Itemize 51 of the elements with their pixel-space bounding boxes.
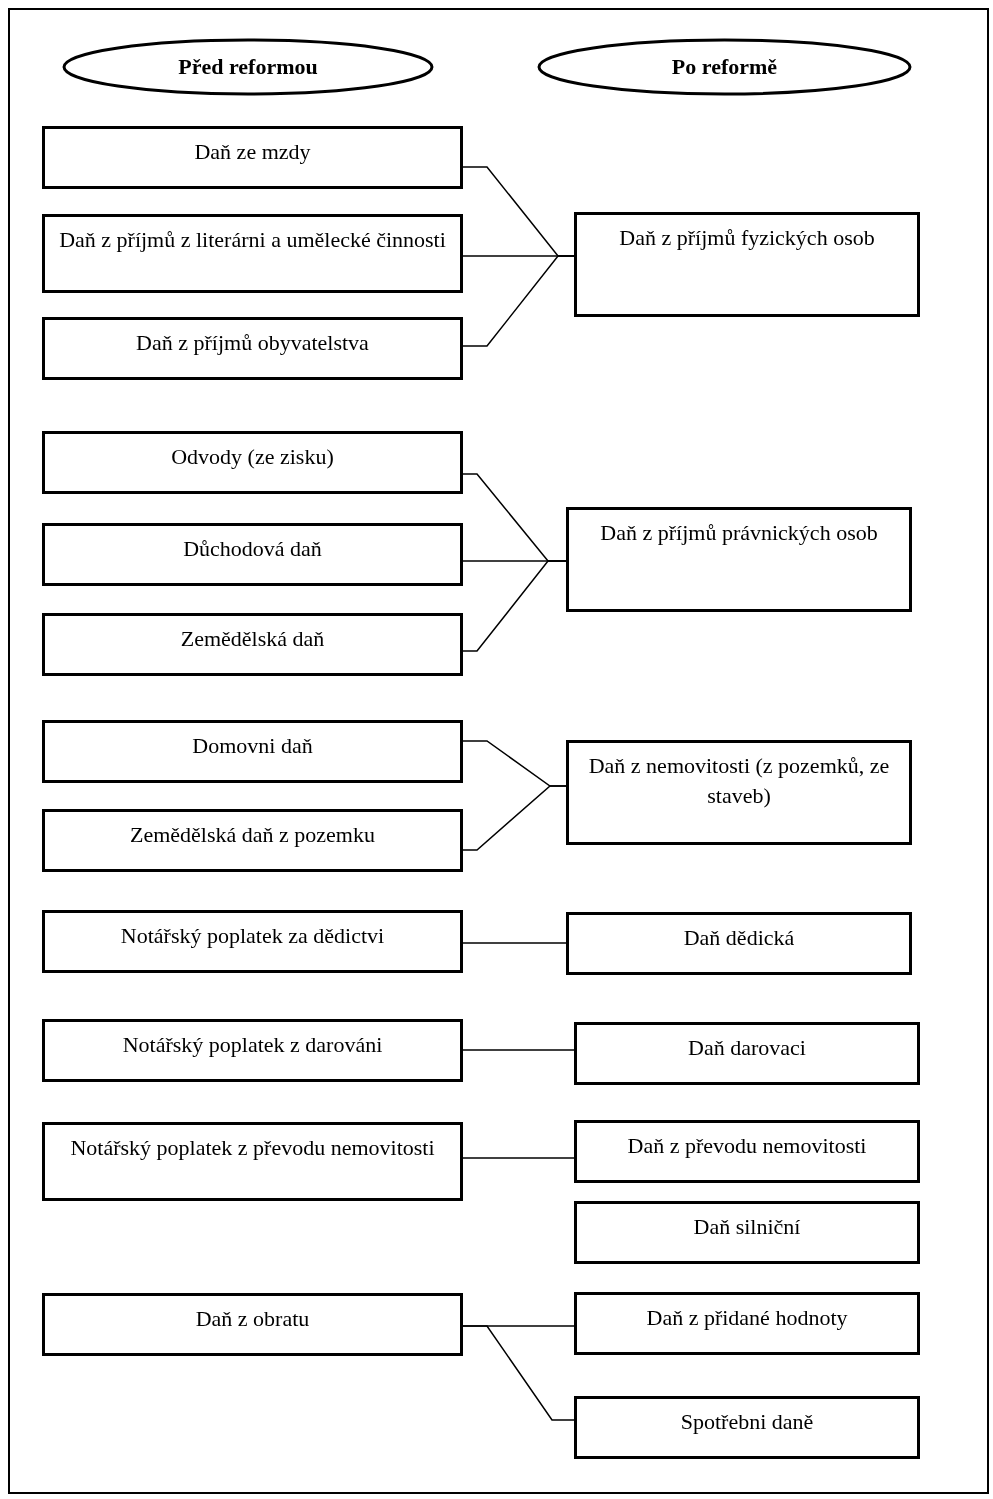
tax-box: [42, 1122, 463, 1201]
tax-box: [574, 1022, 920, 1085]
tax-name: Domovni daň: [191, 732, 314, 760]
column-heading: Po reformě: [671, 53, 778, 82]
tax-box: [566, 507, 912, 612]
tax-name: Daň z přidané hodnoty: [645, 1304, 849, 1332]
tax-name: Zemědělská daň z pozemku: [129, 821, 376, 849]
connector-line: [462, 1157, 575, 1159]
tax-name: Daň silniční: [692, 1213, 802, 1241]
tax-box: [42, 809, 463, 872]
connector-line: [462, 255, 575, 347]
tax-name: Daň z obratu: [194, 1305, 311, 1333]
tax-box: [42, 720, 463, 783]
tax-box: [42, 431, 463, 494]
tax-box: [574, 1120, 920, 1183]
tax-box: [42, 910, 463, 973]
tax-box: [42, 1293, 463, 1356]
column-heading: Před reformou: [178, 53, 318, 82]
tax-name: Daň z příjmů fyzických osob: [618, 224, 876, 252]
tax-box: [574, 1201, 920, 1264]
tax-name: Daň ze mzdy: [193, 138, 312, 166]
tax-name: Notářský poplatek z darováni: [121, 1031, 384, 1059]
tax-box: [566, 912, 912, 975]
tax-box: [42, 523, 463, 586]
tax-name: Daň z příjmů obyvatelstva: [135, 329, 370, 357]
tax-box: [574, 1292, 920, 1355]
connector-line: [462, 785, 567, 851]
tax-box: [574, 1396, 920, 1459]
tax-name: Daň darovaci: [687, 1034, 807, 1062]
tax-name: Zemědělská daň: [179, 625, 326, 653]
tax-box: [42, 126, 463, 189]
tax-box: [42, 1019, 463, 1082]
tax-box: [42, 214, 463, 293]
tax-name: Spotřebni daně: [679, 1408, 815, 1436]
tax-name: Daň z příjmů právnických osob: [599, 519, 879, 547]
tax-name: Daň z příjmů z literárni a umělecké činnosti: [58, 226, 447, 254]
connector-line: [462, 942, 567, 944]
tax-box: [574, 212, 920, 317]
tax-name: Daň dědická: [682, 924, 796, 952]
tax-box: [42, 317, 463, 380]
tax-box: [566, 740, 912, 845]
connector-line: [462, 1049, 575, 1051]
connector-line: [462, 560, 567, 652]
tax-name: Daň z převodu nemovitosti: [626, 1132, 868, 1160]
connector-line: [462, 1325, 575, 1421]
tax-name: Důchodová daň: [182, 535, 323, 563]
tax-box: [42, 613, 463, 676]
tax-name: Odvody (ze zisku): [170, 443, 335, 471]
tax-name: Notářský poplatek za dědictvi: [119, 922, 386, 950]
tax-name: Notářský poplatek z převodu nemovitosti: [69, 1134, 436, 1162]
tax-name: Daň z nemovitosti (z pozemků, ze staveb): [587, 752, 891, 810]
